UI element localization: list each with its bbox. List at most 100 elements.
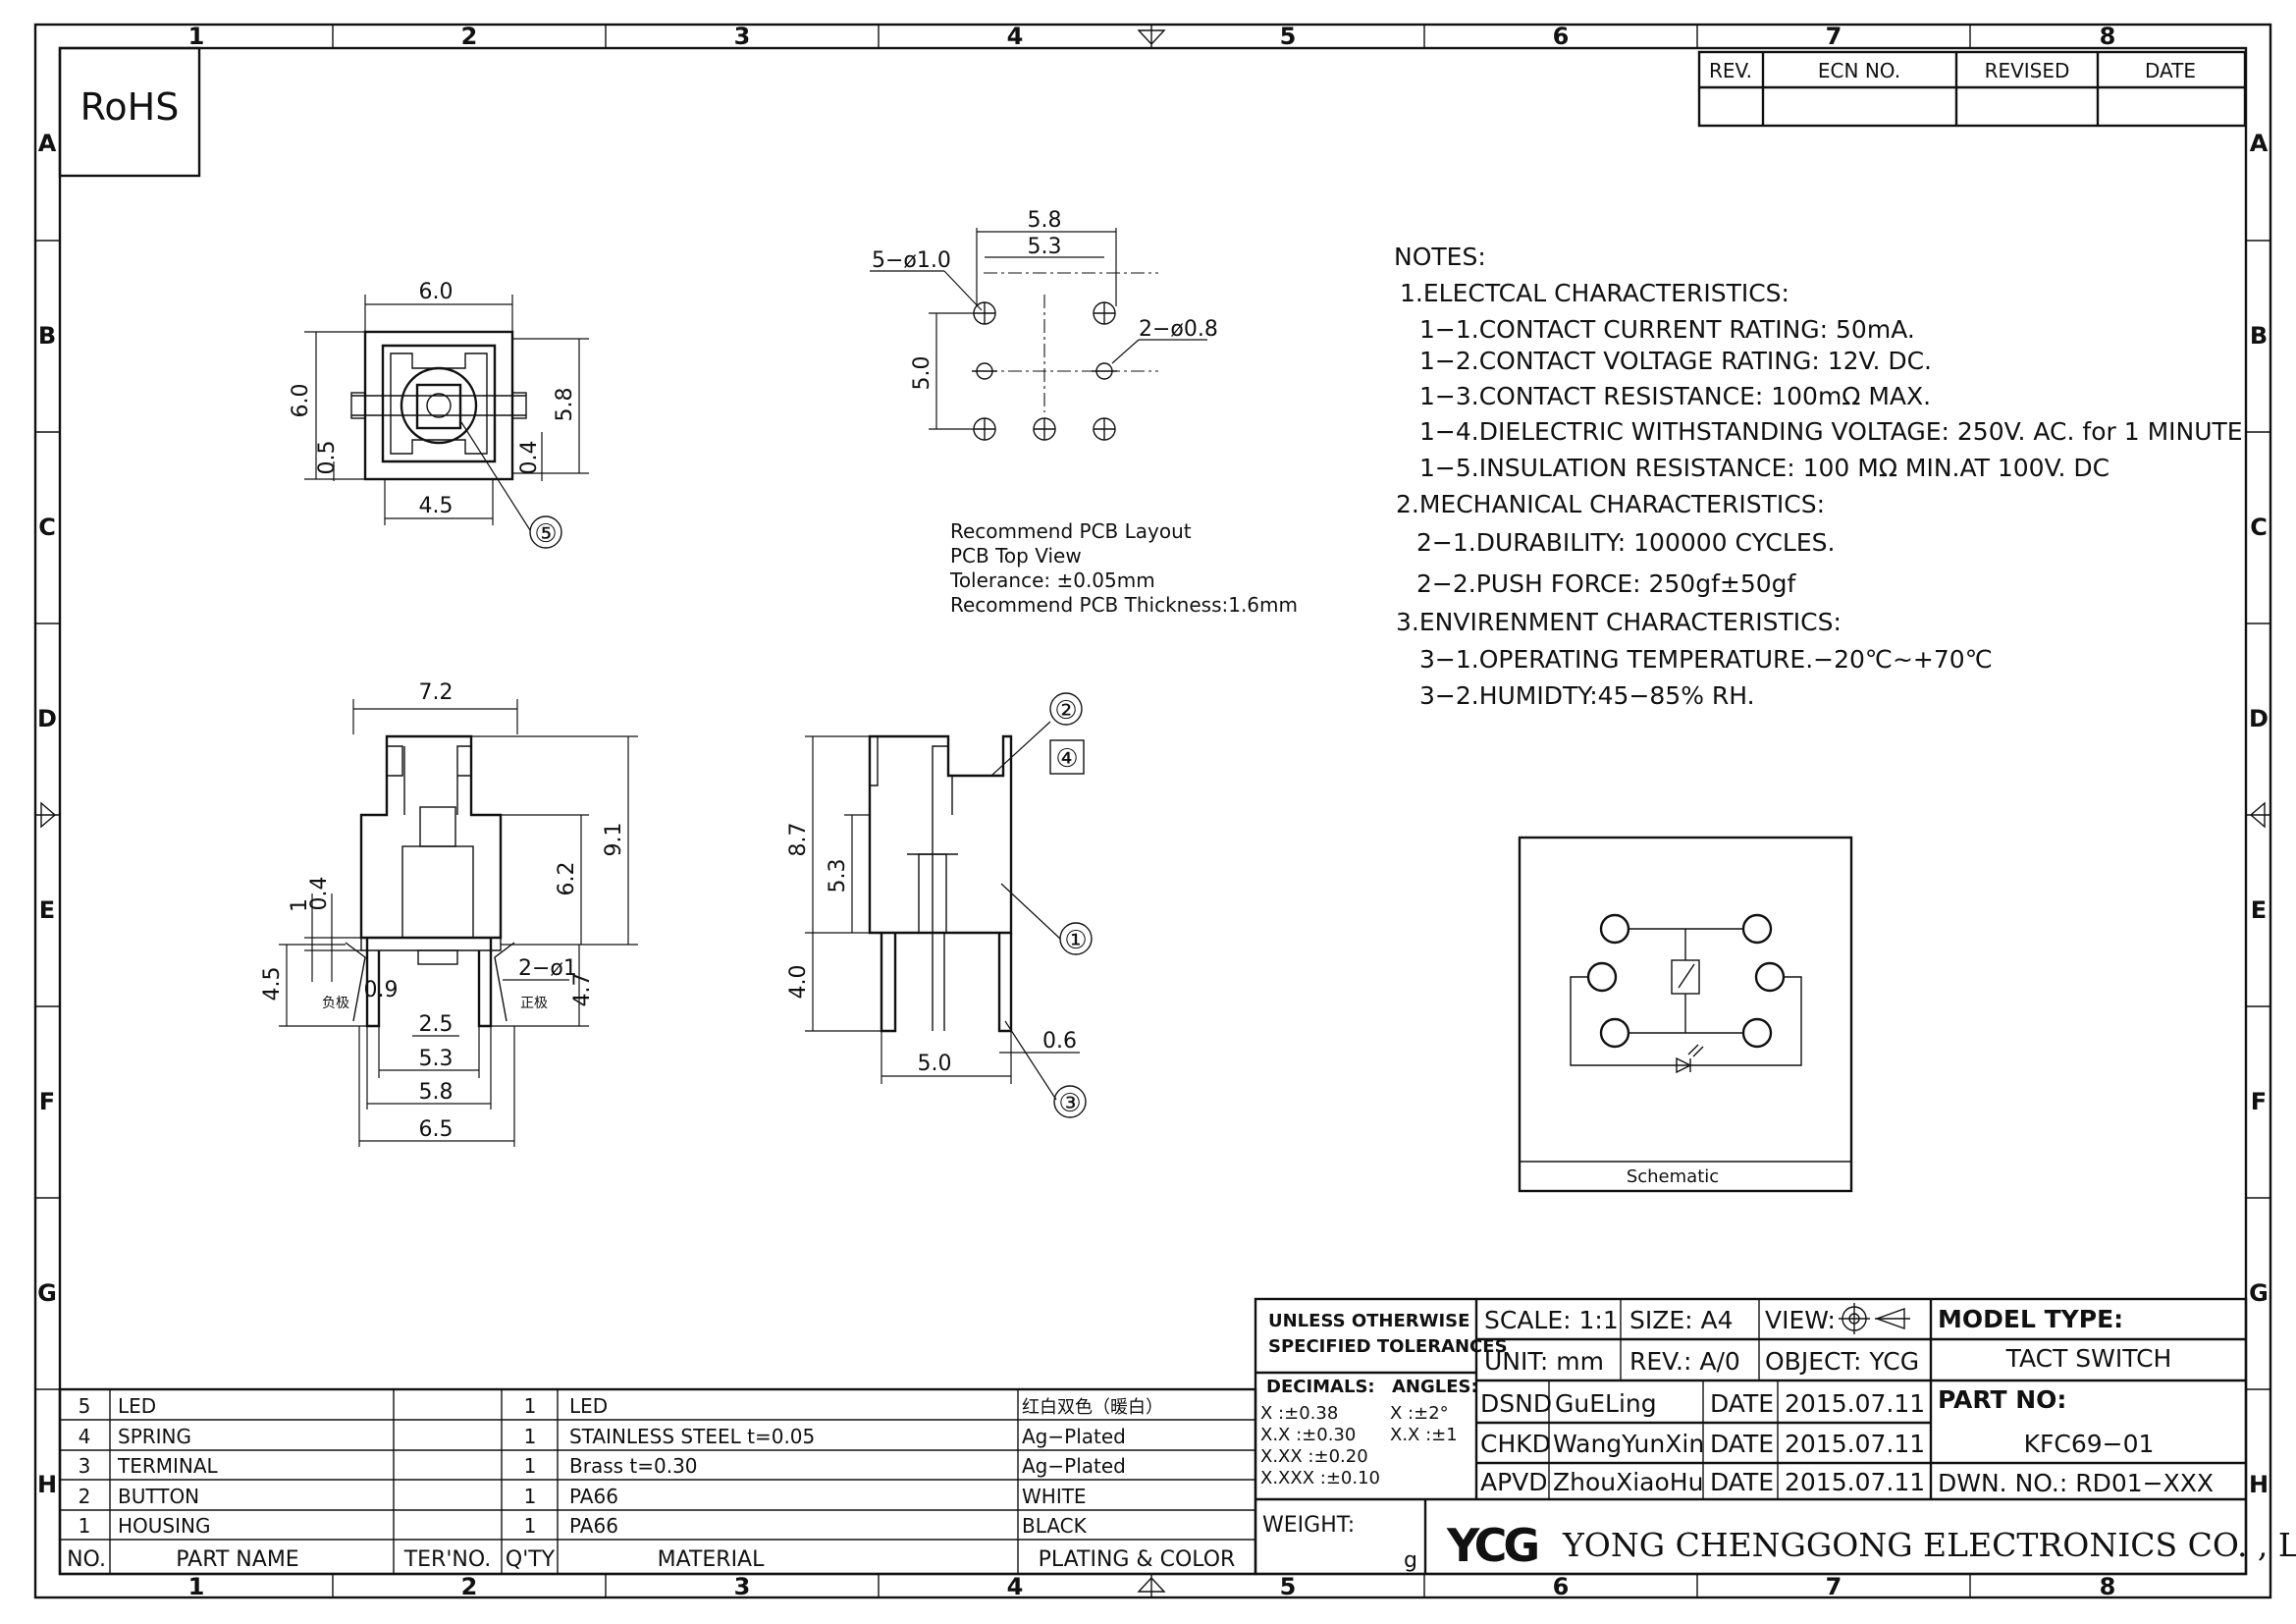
col-label: 2 xyxy=(461,23,478,50)
col-label: 8 xyxy=(2100,23,2116,50)
col-label: 1 xyxy=(188,1573,205,1600)
front-dim-53: 5.3 xyxy=(419,1047,454,1071)
model-type-label: MODEL TYPE: xyxy=(1938,1305,2123,1333)
pcb-height: 5.0 xyxy=(910,356,934,391)
front-dim-09: 0.9 xyxy=(364,978,399,1002)
bom-part: LED xyxy=(118,1394,156,1418)
part-no-label: PART NO: xyxy=(1938,1385,2066,1414)
col-label: 6 xyxy=(1553,23,1570,50)
col-label: 8 xyxy=(2100,1573,2116,1600)
col-label: 4 xyxy=(1007,23,1024,50)
row-label: H xyxy=(37,1471,57,1498)
tol-row: X.X :±0.30 xyxy=(1260,1425,1356,1445)
front-lead-height-2: 4.7 xyxy=(570,973,595,1007)
col-label: 7 xyxy=(1826,23,1842,50)
note-line: 3−2.HUMIDTY:45−85% RH. xyxy=(1419,681,1755,710)
bom-material: LED xyxy=(569,1394,608,1418)
bom-material: STAINLESS STEEL t=0.05 xyxy=(569,1425,815,1448)
projection-symbol-icon xyxy=(1839,1303,1910,1334)
object: OBJECT: YCG xyxy=(1765,1347,1919,1376)
bom-no: 2 xyxy=(79,1485,91,1508)
rohs-mark: RoHS xyxy=(80,85,180,129)
tol-head: SPECIFIED TOLERANCES xyxy=(1268,1336,1508,1357)
bom-plating: 红白双色（暖白） xyxy=(1022,1397,1163,1418)
note-line: 1.ELECTCAL CHARACTERISTICS: xyxy=(1400,279,1789,307)
col-label: 3 xyxy=(734,1573,751,1600)
pcb-layout: 5.8 5.3 5.0 5−ø1.0 2−ø0.8 Recommend PCB … xyxy=(870,208,1298,617)
row-label: D xyxy=(2249,705,2269,732)
bom-no: 4 xyxy=(79,1425,91,1448)
weight-unit: g xyxy=(1404,1548,1417,1573)
apvd-date-label: DATE xyxy=(1710,1468,1774,1496)
bom-no: 3 xyxy=(79,1454,91,1478)
row-label: E xyxy=(2251,896,2267,924)
pcb-width-inner: 5.3 xyxy=(1028,235,1062,259)
apvd-label: APVD xyxy=(1480,1468,1548,1496)
apvd-date: 2015.07.11 xyxy=(1785,1468,1925,1496)
notes-block: NOTES: 1.ELECTCAL CHARACTERISTICS: 1−1.C… xyxy=(1394,243,2243,710)
unit: UNIT: mm xyxy=(1484,1347,1604,1376)
dim-height-left: 6.0 xyxy=(289,384,313,418)
rev: REV.: A/0 xyxy=(1629,1347,1740,1376)
schematic-label: Schematic xyxy=(1627,1166,1719,1187)
company-logo: YCG xyxy=(1446,1519,1541,1572)
front-dim-25: 2.5 xyxy=(419,1012,454,1037)
tol-head: UNLESS OTHERWISE xyxy=(1268,1311,1469,1331)
bom-material: PA66 xyxy=(569,1485,618,1508)
bom-header-no: NO. xyxy=(67,1547,106,1572)
rohs-box: RoHS xyxy=(58,46,201,178)
row-label: F xyxy=(39,1088,55,1115)
view-label: VIEW: xyxy=(1765,1306,1836,1334)
dsnd-name: GuELing xyxy=(1555,1389,1657,1418)
bom-table: 5 LED 1 LED 红白双色（暖白） 4 SPRING 1 STAINLES… xyxy=(58,1387,1257,1576)
pcb-note: Recommend PCB Layout xyxy=(950,519,1192,543)
bom-qty: 1 xyxy=(524,1485,537,1508)
neg-label: 负极 xyxy=(322,996,349,1011)
note-line: 3−1.OPERATING TEMPERATURE.−20℃~+70℃ xyxy=(1419,645,1993,674)
tol-row: X.XXX :±0.10 xyxy=(1260,1468,1380,1489)
front-dim-65: 6.5 xyxy=(419,1117,454,1142)
bom-material: PA66 xyxy=(569,1514,618,1538)
callout-3: ③ xyxy=(1058,1089,1081,1118)
size: SIZE: A4 xyxy=(1629,1306,1734,1334)
col-label: 6 xyxy=(1553,1573,1570,1600)
ang-row: X.X :±1 xyxy=(1390,1425,1458,1445)
col-label: 2 xyxy=(461,1573,478,1600)
apvd-name: ZhouXiaoHu xyxy=(1553,1468,1703,1496)
row-label: C xyxy=(2250,514,2268,541)
side-lead: 4.0 xyxy=(786,965,811,1000)
bom-plating: BLACK xyxy=(1022,1514,1088,1538)
row-label: H xyxy=(2249,1471,2269,1498)
row-label: E xyxy=(39,896,55,924)
tol-decimals: DECIMALS: xyxy=(1266,1377,1375,1397)
bom-part: HOUSING xyxy=(118,1514,210,1538)
rev-header: REV. xyxy=(1709,59,1752,82)
callout-5: ⑤ xyxy=(534,519,557,549)
bom-no: 1 xyxy=(79,1514,91,1538)
col-label: 5 xyxy=(1280,23,1297,50)
row-label: C xyxy=(38,514,56,541)
schematic: Schematic xyxy=(1518,836,1853,1193)
bom-qty: 1 xyxy=(524,1514,537,1538)
pcb-note: Tolerance: ±0.05mm xyxy=(949,568,1155,592)
hole-big-label: 5−ø1.0 xyxy=(872,248,951,273)
title-block: UNLESS OTHERWISE SPECIFIED TOLERANCES DE… xyxy=(1254,1297,2296,1576)
row-label: F xyxy=(2251,1088,2267,1115)
hole-small-label: 2−ø0.8 xyxy=(1139,317,1218,342)
pcb-width-outer: 5.8 xyxy=(1028,208,1062,233)
side-width: 5.0 xyxy=(918,1052,952,1076)
dim-width: 6.0 xyxy=(419,280,454,304)
bom-header-qty: Q'TY xyxy=(506,1547,556,1572)
callout-1: ① xyxy=(1064,926,1087,955)
col-label: 3 xyxy=(734,23,751,50)
top-view: 6.0 6.0 5.8 0.5 0.4 4.5 ⑤ xyxy=(289,280,589,549)
bom-qty: 1 xyxy=(524,1425,537,1448)
note-line: 1−2.CONTACT VOLTAGE RATING: 12V. DC. xyxy=(1419,347,1932,375)
front-height-body: 6.2 xyxy=(555,862,579,896)
tol-angles: ANGLES: xyxy=(1392,1377,1478,1397)
part-no-value: KFC69−01 xyxy=(2024,1430,2155,1458)
bom-part: TERMINAL xyxy=(117,1454,219,1478)
chkd-date: 2015.07.11 xyxy=(1785,1430,1925,1458)
row-label: G xyxy=(37,1279,57,1307)
notes-title: NOTES: xyxy=(1394,243,1486,271)
